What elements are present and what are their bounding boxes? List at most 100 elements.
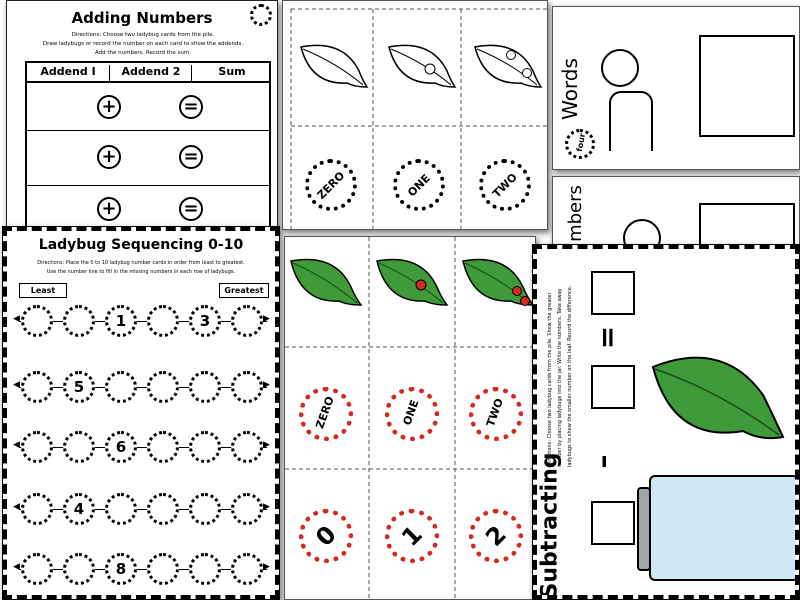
sequencing-directions-2: Use the number line to fill in the missi…	[46, 269, 236, 275]
ladybug-number-slot	[231, 493, 263, 525]
ladybug-number-slot	[63, 305, 95, 337]
ladybug-number-slot: 6	[105, 431, 137, 463]
ladybug-word: ONE	[400, 398, 422, 427]
ladybug-number-slot	[21, 493, 53, 525]
equals-circle: =	[179, 197, 203, 221]
red-ladybug-card-digit-0: 0	[299, 509, 353, 563]
arrow-right-icon: ▶	[263, 440, 270, 450]
color-cards-grid	[285, 237, 535, 599]
adding-numbers-worksheet: Adding Numbers Directions: Choose two la…	[6, 0, 278, 228]
number-line	[19, 569, 267, 570]
ladybug-number: 5	[73, 378, 85, 396]
ladybug-number-slot: 3	[189, 305, 221, 337]
green-leaf-icon	[376, 258, 449, 306]
number-line	[19, 387, 267, 388]
number-line	[19, 447, 267, 448]
plus-circle: +	[97, 95, 121, 119]
color-cards-sheet: ZERO ONE TWO 0 1 2	[284, 236, 536, 600]
ladybug-number-slot	[105, 493, 137, 525]
number-word-heading: Words	[557, 58, 582, 120]
plus-circle: +	[97, 197, 121, 221]
ladybug-number-slot: 5	[63, 371, 95, 403]
number-box[interactable]	[591, 365, 635, 409]
ladybug-number-slot	[63, 431, 95, 463]
arrow-right-icon: ▶	[263, 562, 270, 572]
ladybug-number: 3	[199, 312, 211, 330]
boy-illustration	[623, 219, 661, 245]
ladybug-word: four	[574, 132, 588, 153]
girl-body-illustration	[609, 91, 653, 151]
ladybug-number-slot	[147, 431, 179, 463]
answer-box	[699, 35, 795, 137]
red-ladybug-card-two: TWO	[469, 387, 523, 441]
adding-table: Addend I Addend 2 Sum + = + = + =	[25, 61, 271, 227]
adding-directions-1: Directions: Choose two ladybug cards fro…	[71, 32, 215, 38]
arrow-right-icon: ▶	[263, 314, 270, 324]
subtracting-worksheet: Subtracting Directions: Choose two ladyb…	[532, 244, 800, 600]
ladybug-number-slot	[231, 553, 263, 585]
ladybug-number-slot	[21, 371, 53, 403]
ladybug-word: ZERO	[314, 169, 348, 202]
leaf-outline-icon	[300, 44, 369, 88]
ladybug-number-slot	[231, 305, 263, 337]
ladybug-number-slot: 8	[105, 553, 137, 585]
ladybug-number: 8	[115, 560, 127, 578]
jar-lid	[637, 487, 651, 571]
green-leaf-icon	[290, 258, 363, 306]
adding-title: Adding Numbers	[71, 9, 213, 27]
least-label: Least	[19, 283, 67, 298]
bw-cards-sheet: ZERO ONE TWO	[282, 0, 548, 230]
ladybug-number-slot	[63, 553, 95, 585]
number-words-page-bottom: mbers	[552, 176, 800, 246]
red-ladybug-card-digit-2: 2	[469, 509, 523, 563]
red-ladybug-card-one: ONE	[385, 387, 439, 441]
table-row-divider	[27, 130, 269, 131]
plus-circle: +	[97, 145, 121, 169]
sequencing-directions-1: Directions: Place the 0 to 10 ladybug nu…	[37, 260, 245, 266]
ladybug-number-slot	[189, 431, 221, 463]
arrow-left-icon: ◀	[13, 440, 20, 450]
arrow-left-icon: ◀	[13, 314, 20, 324]
ladybug-number-slot	[189, 371, 221, 403]
leaf-outline-icon	[388, 44, 457, 88]
ladybug-number-slot	[147, 553, 179, 585]
difference-box[interactable]	[591, 271, 635, 315]
jar-illustration	[637, 475, 795, 581]
adding-header-row: Addend I Addend 2 Sum	[27, 63, 269, 83]
subtracting-directions-1: Directions: Choose two ladybug cards fro…	[547, 292, 553, 467]
ladybug-word-card: four	[565, 129, 595, 159]
ladybug-sequencing-worksheet: Ladybug Sequencing 0-10 Directions: Plac…	[2, 226, 280, 600]
minus-sign: –	[589, 454, 623, 469]
ladybug-number: 6	[115, 438, 127, 456]
column-header: Addend 2	[109, 65, 192, 81]
ladybug-number-slot	[21, 553, 53, 585]
ladybug-number-slot	[189, 493, 221, 525]
ladybug-number-slot	[231, 371, 263, 403]
equals-sign: =	[592, 325, 626, 350]
subtracting-directions-3: ladybugs to show the smaller number on t…	[567, 285, 573, 467]
ladybug-number-slot	[147, 493, 179, 525]
arrow-left-icon: ◀	[13, 562, 20, 572]
ladybug-word: TWO	[483, 396, 507, 429]
sequencing-title: Ladybug Sequencing 0-10	[38, 237, 244, 253]
ladybug-number-slot: 1	[105, 305, 137, 337]
arrow-right-icon: ▶	[263, 380, 270, 390]
red-ladybug-card-digit-1: 1	[385, 509, 439, 563]
ladybug-word: ONE	[405, 171, 433, 200]
ladybug-number-slot	[105, 371, 137, 403]
ladybug-number-slot	[21, 431, 53, 463]
table-row-divider	[27, 185, 269, 186]
number-box[interactable]	[591, 501, 635, 545]
ladybug-number-slot	[189, 553, 221, 585]
ladybug-number-slot	[147, 371, 179, 403]
ladybug-word: ZERO	[313, 394, 337, 431]
ladybug-logo-icon	[250, 4, 272, 26]
leaf-outline-icon	[474, 44, 543, 88]
arrow-right-icon: ▶	[263, 502, 270, 512]
ladybug-digit: 1	[396, 520, 428, 552]
big-green-leaf-icon	[651, 356, 785, 440]
red-ladybug-card-zero: ZERO	[299, 387, 353, 441]
ladybug-number-slot	[231, 431, 263, 463]
equals-circle: =	[179, 145, 203, 169]
